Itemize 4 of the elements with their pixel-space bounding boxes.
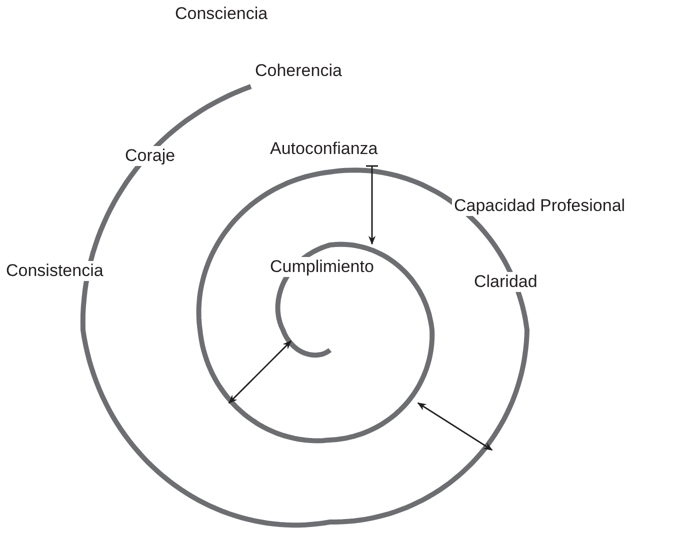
spiral-label: Cumplimiento xyxy=(268,257,376,277)
spiral-label: Claridad xyxy=(472,272,540,292)
spiral-label: Coraje xyxy=(123,146,178,166)
spiral-label: Consistencia xyxy=(4,261,106,281)
